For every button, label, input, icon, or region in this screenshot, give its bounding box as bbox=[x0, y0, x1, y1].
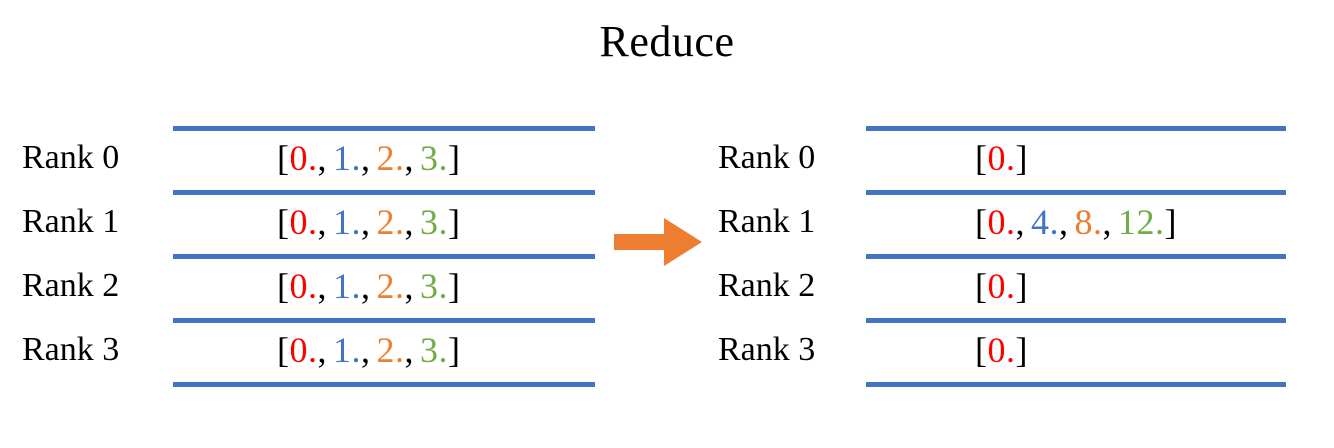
bracket-close: ] bbox=[1015, 266, 1028, 306]
bracket-close: ] bbox=[448, 202, 461, 242]
rank-label: Rank 1 bbox=[718, 203, 816, 240]
table-row: Rank 0 [0.] bbox=[700, 126, 1300, 190]
bracket-close: ] bbox=[1015, 138, 1028, 178]
array-element: 2. bbox=[376, 202, 405, 242]
table-row: Rank 2[0.,1.,2.,3.] bbox=[0, 254, 610, 318]
array-element: 0. bbox=[289, 202, 318, 242]
array-element: 2. bbox=[376, 266, 405, 306]
array-element: 0. bbox=[987, 138, 1016, 178]
bracket-close: ] bbox=[448, 330, 461, 370]
array-element: 3. bbox=[420, 266, 448, 306]
divider-line bbox=[866, 126, 1286, 131]
rank-label: Rank 1 bbox=[22, 203, 120, 240]
array-separator: , bbox=[361, 138, 371, 178]
table-row: Rank 1[0.,4.,8.,12.] bbox=[700, 190, 1300, 254]
bracket-close: ] bbox=[448, 138, 461, 178]
rank-label: Rank 3 bbox=[22, 331, 120, 368]
array-separator: , bbox=[361, 202, 371, 242]
divider-line bbox=[866, 254, 1286, 259]
array-separator: , bbox=[1059, 202, 1069, 242]
array-element: 1. bbox=[333, 266, 361, 306]
bracket-open: [ bbox=[975, 266, 988, 306]
divider-line bbox=[866, 382, 1286, 387]
array-element: 0. bbox=[987, 202, 1016, 242]
array-element: 0. bbox=[289, 266, 318, 306]
array-element: 0. bbox=[289, 330, 318, 370]
array-element: 0. bbox=[987, 330, 1016, 370]
array-separator: , bbox=[404, 330, 414, 370]
array-element: 0. bbox=[289, 138, 318, 178]
array-value: [0.,1.,2.,3.] bbox=[277, 190, 461, 254]
bracket-open: [ bbox=[277, 138, 290, 178]
rank-label: Rank 3 bbox=[718, 331, 816, 368]
array-separator: , bbox=[1102, 202, 1112, 242]
array-separator: , bbox=[317, 330, 327, 370]
array-element: 4. bbox=[1031, 202, 1059, 242]
array-separator: , bbox=[317, 202, 327, 242]
array-separator: , bbox=[404, 138, 414, 178]
array-value: [0.] bbox=[975, 126, 1028, 190]
bracket-open: [ bbox=[277, 202, 290, 242]
array-separator: , bbox=[1015, 202, 1025, 242]
right-arrow-icon bbox=[612, 214, 704, 270]
array-separator: , bbox=[404, 202, 414, 242]
divider-line bbox=[866, 190, 1286, 195]
array-separator: , bbox=[404, 266, 414, 306]
array-element: 3. bbox=[420, 202, 448, 242]
divider-line bbox=[173, 318, 595, 323]
divider-line bbox=[173, 190, 595, 195]
divider-line bbox=[866, 318, 1286, 323]
array-separator: , bbox=[361, 330, 371, 370]
array-separator: , bbox=[361, 266, 371, 306]
array-element: 8. bbox=[1074, 202, 1103, 242]
bracket-open: [ bbox=[277, 330, 290, 370]
array-element: 2. bbox=[376, 138, 405, 178]
array-value: [0.,1.,2.,3.] bbox=[277, 126, 461, 190]
table-row: Rank 0[0.,1.,2.,3.] bbox=[0, 126, 610, 190]
rank-label: Rank 0 bbox=[718, 139, 816, 176]
table-row: Rank 3 [0.] bbox=[700, 318, 1300, 382]
array-element: 1. bbox=[333, 138, 361, 178]
bracket-close: ] bbox=[1164, 202, 1177, 242]
array-element: 1. bbox=[333, 330, 361, 370]
rank-label: Rank 0 bbox=[22, 139, 120, 176]
array-element: 2. bbox=[376, 330, 405, 370]
divider-line bbox=[173, 382, 595, 387]
page-title: Reduce bbox=[599, 17, 735, 66]
table-row: Rank 1[0.,1.,2.,3.] bbox=[0, 190, 610, 254]
bracket-close: ] bbox=[448, 266, 461, 306]
array-element: 12. bbox=[1118, 202, 1165, 242]
bracket-open: [ bbox=[975, 330, 988, 370]
bracket-open: [ bbox=[975, 202, 988, 242]
array-separator: , bbox=[317, 138, 327, 178]
rank-label: Rank 2 bbox=[22, 267, 120, 304]
table-row: Rank 2 [0.] bbox=[700, 254, 1300, 318]
array-element: 0. bbox=[987, 266, 1016, 306]
array-separator: , bbox=[317, 266, 327, 306]
array-value: [0.] bbox=[975, 318, 1028, 382]
bracket-open: [ bbox=[277, 266, 290, 306]
array-value: [0.] bbox=[975, 254, 1028, 318]
array-element: 1. bbox=[333, 202, 361, 242]
rank-label: Rank 2 bbox=[718, 267, 816, 304]
array-element: 3. bbox=[420, 330, 448, 370]
array-element: 3. bbox=[420, 138, 448, 178]
array-value: [0.,1.,2.,3.] bbox=[277, 254, 461, 318]
bracket-open: [ bbox=[975, 138, 988, 178]
bracket-close: ] bbox=[1015, 330, 1028, 370]
divider-line bbox=[173, 254, 595, 259]
table-row: Rank 3[0.,1.,2.,3.] bbox=[0, 318, 610, 382]
array-value: [0.,4.,8.,12.] bbox=[975, 190, 1177, 254]
array-value: [0.,1.,2.,3.] bbox=[277, 318, 461, 382]
divider-line bbox=[173, 126, 595, 131]
